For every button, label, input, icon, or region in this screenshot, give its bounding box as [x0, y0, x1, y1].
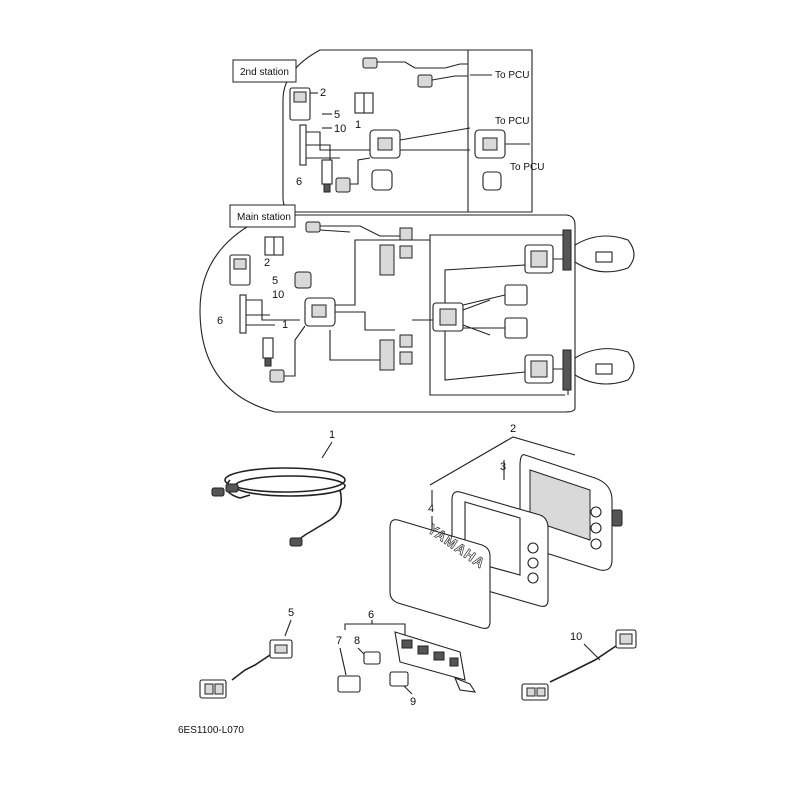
- part-callout-1: 1: [329, 429, 335, 441]
- second-station-panel: 2nd station To PCU 2 5 10 1 6 To PCU: [232, 49, 544, 213]
- part-callout-10: 10: [570, 631, 582, 643]
- part-callout-3: 3: [500, 461, 506, 473]
- part-callout-6: 6: [368, 609, 374, 621]
- part-callout-7: 7: [336, 635, 342, 647]
- second-station-label-box: [232, 59, 297, 83]
- part-callout-5: 5: [288, 607, 294, 619]
- part-10-cable: 10: [521, 629, 637, 701]
- main-callout-6: 6: [217, 315, 223, 327]
- main-station-panel: Main station 2 5 10 6 1: [199, 204, 576, 413]
- to-pcu-label-2: To PCU: [495, 116, 529, 127]
- part-6-junction-block: 6 7 8 9: [336, 609, 477, 708]
- outboard-motor-bottom: [574, 348, 635, 385]
- part-callout-4: 4: [428, 503, 434, 515]
- to-pcu-label-3: To PCU: [510, 162, 544, 173]
- main-station-label-box: [229, 204, 296, 228]
- main-station-label: Main station: [237, 212, 291, 223]
- to-pcu-label-1: To PCU: [495, 70, 529, 81]
- callout-2: 2: [320, 87, 326, 99]
- part-5-extension: 5: [199, 607, 294, 699]
- part-1-harness: 1: [211, 429, 346, 547]
- outboard-motor-top: [574, 235, 635, 273]
- diagram-code: 6ES1100-L070: [178, 725, 244, 736]
- main-callout-5: 5: [272, 275, 278, 287]
- second-station-label: 2nd station: [240, 67, 289, 78]
- callout-1: 1: [355, 119, 361, 131]
- callout-5: 5: [334, 109, 340, 121]
- part-callout-9: 9: [410, 696, 416, 708]
- main-callout-1: 1: [282, 319, 288, 331]
- part-callout-8: 8: [354, 635, 360, 647]
- main-callout-10: 10: [272, 289, 284, 301]
- main-callout-2: 2: [264, 257, 270, 269]
- callout-6: 6: [296, 176, 302, 188]
- callout-10: 10: [334, 123, 346, 135]
- part-callout-2: 2: [510, 423, 516, 435]
